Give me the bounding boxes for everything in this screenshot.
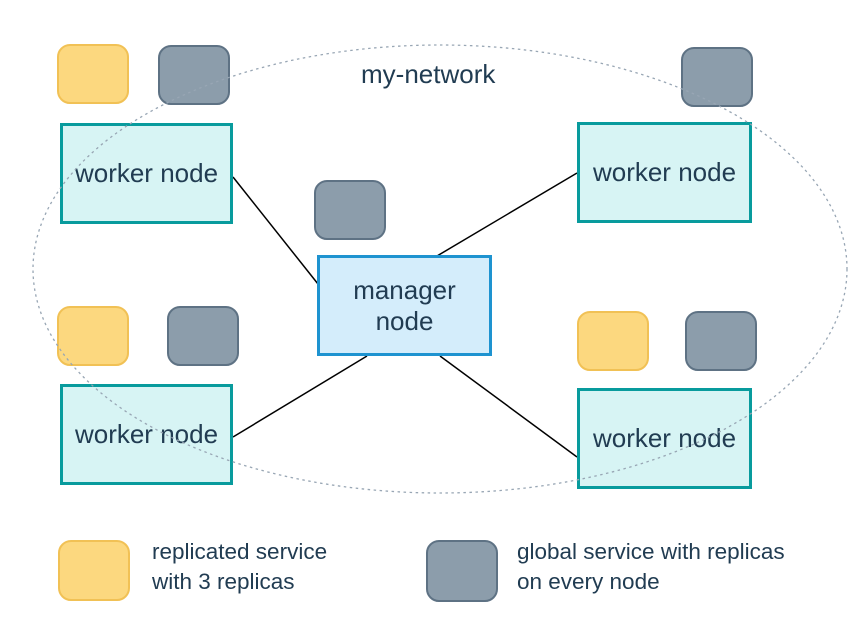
- global-service-icon: [685, 311, 757, 371]
- replicated-service-icon: [57, 306, 129, 366]
- legend-global-label: global service with replicas on every no…: [517, 539, 785, 594]
- legend-replicated-swatch: [58, 540, 130, 601]
- global-service-icon: [167, 306, 239, 366]
- worker-node-top-left: worker node: [60, 123, 233, 224]
- worker-node-bottom-right: worker node: [577, 388, 752, 489]
- manager-node: manager node: [317, 255, 492, 356]
- global-service-icon: [158, 45, 230, 105]
- legend-replicated-label: replicated service with 3 replicas: [152, 539, 328, 594]
- worker-node-top-right: worker node: [577, 122, 752, 223]
- global-service-icon: [681, 47, 753, 107]
- worker-node-label: worker node: [592, 423, 737, 453]
- worker-node-bottom-left: worker node: [60, 384, 233, 485]
- replicated-service-icon: [577, 311, 649, 371]
- legend-global-swatch: [426, 540, 498, 602]
- worker-node-label: worker node: [74, 158, 219, 188]
- replicated-service-icon: [57, 44, 129, 104]
- network-label: my-network: [361, 59, 496, 89]
- manager-node-label: manager node: [353, 274, 456, 336]
- worker-node-label: worker node: [74, 419, 219, 449]
- global-service-icon: [314, 180, 386, 240]
- worker-node-label: worker node: [592, 157, 737, 187]
